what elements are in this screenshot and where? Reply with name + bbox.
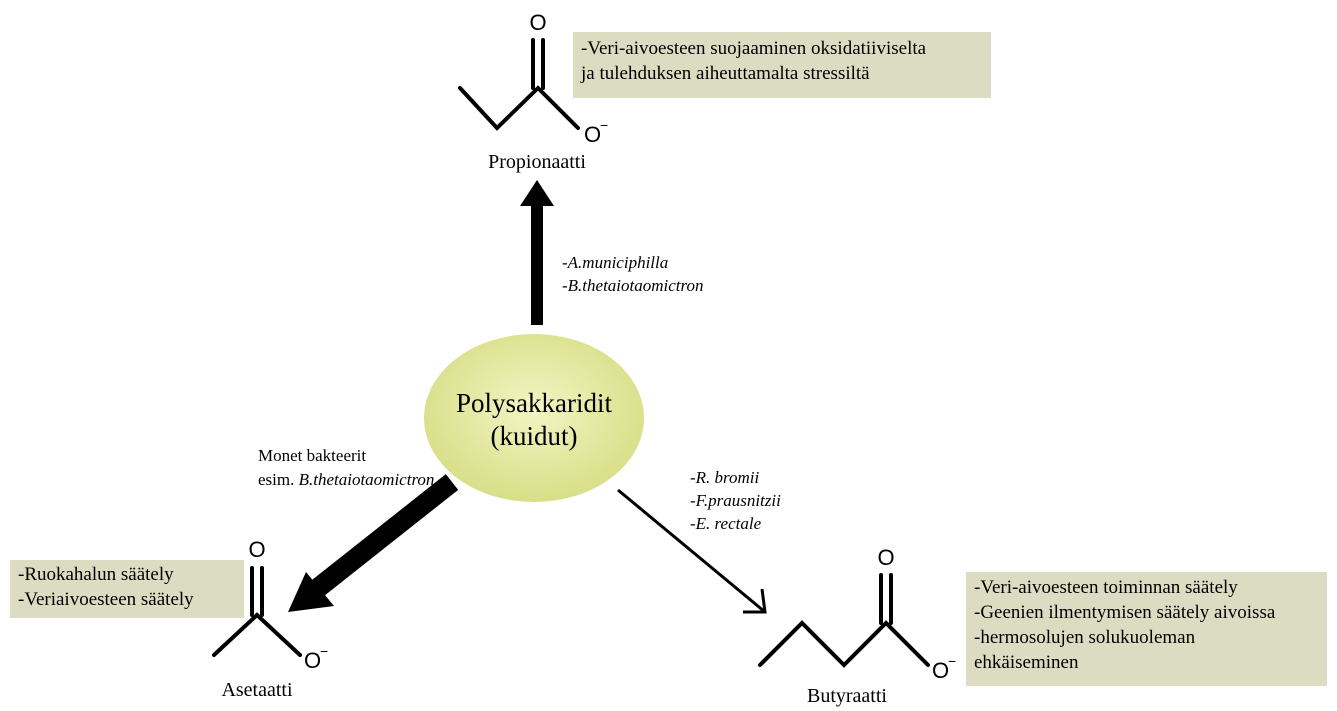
butyrate-oxide-o: O [932, 658, 949, 683]
acetate-charge: − [320, 643, 328, 659]
propionate-bacteria-2: -B.thetaiotaomictron [562, 276, 704, 295]
arrow-to-propionate [520, 180, 554, 325]
arrow-to-butyrate [617, 488, 767, 614]
acetate-carbonyl-o: O [248, 537, 265, 562]
butyrate-effects-box: -Veri-aivoesteen toiminnan säätely -Geen… [966, 572, 1327, 686]
butyrate-bacteria-3: -E. rectale [690, 514, 762, 533]
propionate-effect-2: ja tulehduksen aiheuttamalta stressiltä [581, 63, 870, 84]
center-label-line1: Polysakkaridit [456, 388, 612, 418]
butyrate-effect-1: -Veri-aivoesteen toiminnan säätely [974, 577, 1238, 598]
acetate-bacteria-line2: esim. B.thetaiotaomictron [258, 470, 434, 489]
propionate-label: Propionaatti [488, 151, 586, 173]
butyrate-charge: − [948, 653, 956, 669]
butyrate-effect-2: -Geenien ilmentymisen säätely aivoissa [974, 602, 1276, 623]
polysaccharide-node: Polysakkaridit (kuidut) [424, 334, 644, 502]
acetate-structure [212, 566, 302, 657]
propionate-bacteria-1: -A.municiphilla [562, 253, 668, 272]
acetate-effect-1: -Ruokahalun säätely [18, 564, 174, 585]
acetate-bacteria-line1: Monet bakteerit [258, 446, 366, 465]
arrow-to-acetate [288, 474, 459, 612]
propionate-carbonyl-o: O [529, 10, 546, 35]
butyrate-structure [758, 573, 930, 668]
butyrate-bacteria-1: -R. bromii [690, 468, 760, 487]
propionate-structure [458, 38, 580, 131]
center-label-line2: (kuidut) [491, 421, 578, 451]
acetate-effects-box: -Ruokahalun säätely -Veriaivoesteen säät… [10, 560, 244, 618]
butyrate-bacteria-2: -F.prausnitzii [690, 491, 781, 510]
butyrate-carbonyl-o: O [877, 545, 894, 570]
acetate-label: Asetaatti [221, 679, 293, 701]
propionate-charge: − [600, 117, 608, 133]
butyrate-label: Butyraatti [807, 685, 887, 707]
acetate-effect-2: -Veriaivoesteen säätely [18, 589, 194, 610]
propionate-effects-box: -Veri-aivoesteen suojaaminen oksidatiivi… [573, 32, 991, 98]
acetate-oxide-o: O [304, 648, 321, 673]
butyrate-effect-4: ehkäiseminen [974, 652, 1079, 673]
propionate-oxide-o: O [584, 122, 601, 147]
propionate-effect-1: -Veri-aivoesteen suojaaminen oksidatiivi… [581, 38, 927, 59]
butyrate-effect-3: -hermosolujen solukuoleman [974, 627, 1196, 648]
